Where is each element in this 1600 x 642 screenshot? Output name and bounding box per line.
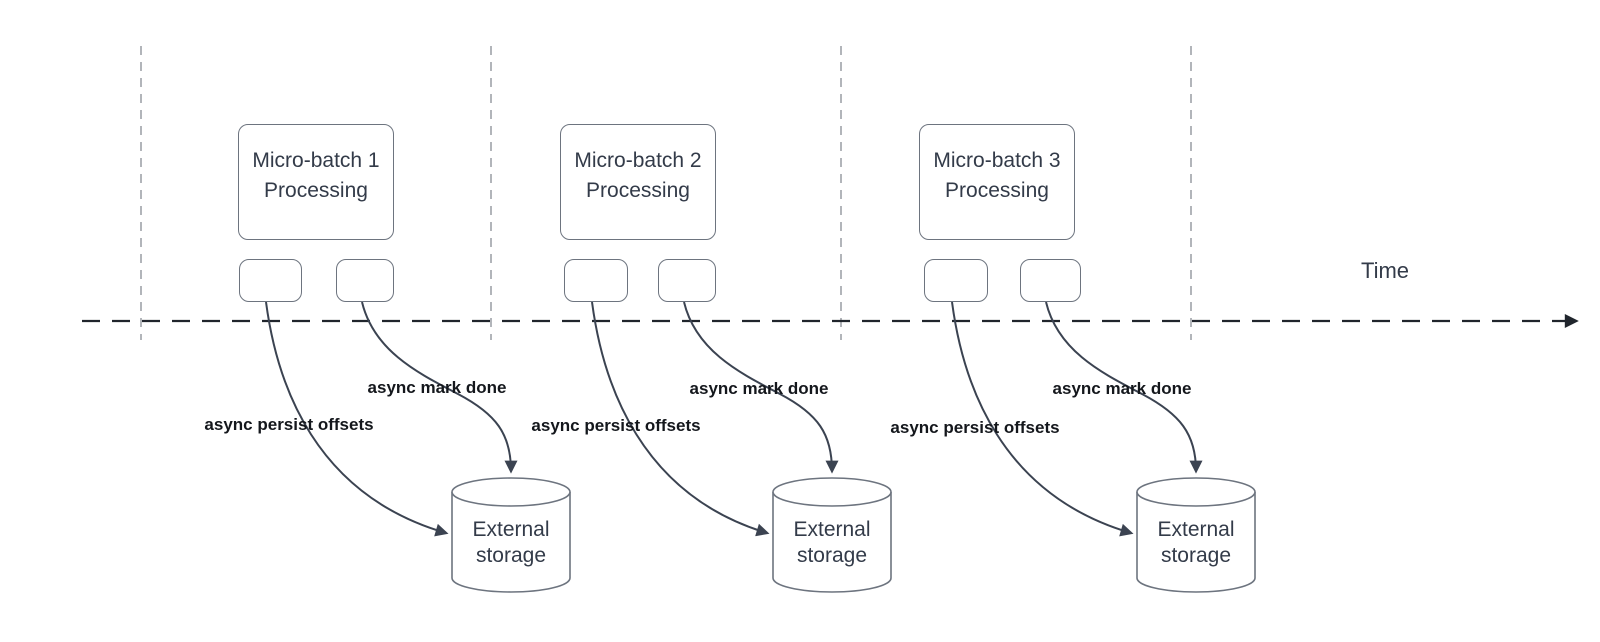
persist-offsets-label-3: async persist offsets [890,418,1060,437]
cylinder-body [451,492,571,593]
persist-offsets-label-2: async persist offsets [531,416,701,435]
persist-offsets-label-1: async persist offsets [204,415,374,434]
mark-done-task-box-3 [1020,259,1081,302]
processing-box-2: Micro-batch 2 Processing [560,124,716,240]
storage-label-3: External storage [1157,518,1235,567]
processing-box-label: Micro-batch 2 Processing [574,149,702,202]
processing-box-label: Micro-batch 1 Processing [252,149,380,202]
processing-box-3: Micro-batch 3 Processing [919,124,1075,240]
processing-box-label: Micro-batch 3 Processing [933,149,1061,202]
mark-done-task-box-2 [658,259,716,302]
cylinder-body [772,492,892,593]
storage-label-2: External storage [793,518,871,567]
mark-done-label-3: async mark done [1052,379,1192,398]
mark-done-arrow-1 [361,301,518,474]
cylinder-top [1136,477,1256,507]
persist-task-box-1 [239,259,302,302]
mark-done-arrow-2 [683,301,839,474]
storage-cylinder-1 [451,477,571,593]
persist-offsets-arrow-1 [265,301,449,537]
storage-label-1: External storage [472,518,550,567]
persist-task-box-2 [564,259,628,302]
storage-cylinder-3 [1136,477,1256,593]
mark-done-label-1: async mark done [367,378,507,397]
processing-box-1: Micro-batch 1 Processing [238,124,394,240]
mark-done-task-box-1 [336,259,394,302]
persist-offsets-arrow-2 [591,301,770,537]
mark-done-arrow-3 [1045,301,1203,474]
mark-done-label-2: async mark done [689,379,829,398]
time-axis-label: Time [1360,258,1410,283]
storage-cylinder-2 [772,477,892,593]
cylinder-top [772,477,892,507]
persist-offsets-arrow-3 [951,301,1134,537]
cylinder-top [451,477,571,507]
cylinder-body [1136,492,1256,593]
persist-task-box-3 [924,259,988,302]
